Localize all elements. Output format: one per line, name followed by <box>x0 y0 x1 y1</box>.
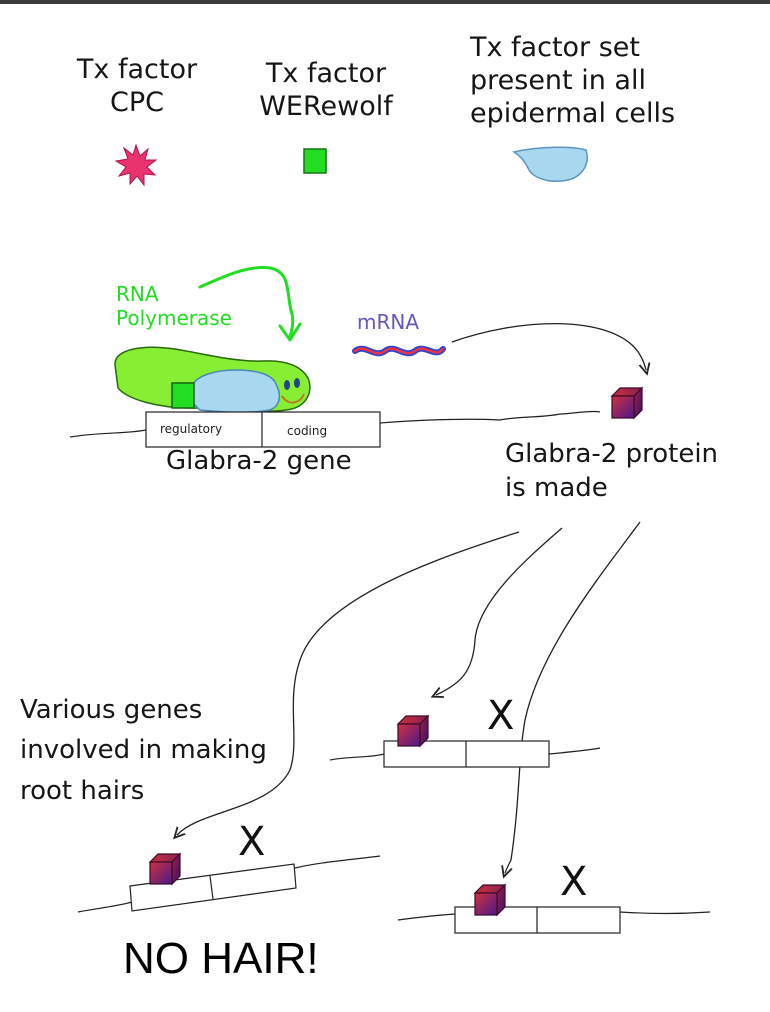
polymerase-pointer-arrow <box>198 266 302 342</box>
coding-label: coding <box>287 424 328 438</box>
top-border <box>0 0 770 4</box>
legend-set-line3: epidermal cells <box>470 97 676 129</box>
dna-strand-target-middle <box>329 747 601 761</box>
bound-protein-cube-right <box>474 884 506 916</box>
regulatory-label: regulatory <box>160 422 223 436</box>
polymerase-face-icon <box>281 378 305 404</box>
mrna-label: mRNA <box>357 310 420 334</box>
legend-set-label: Tx factor set present in all epidermal c… <box>470 32 675 131</box>
cpc-star-icon <box>114 143 158 187</box>
legend-cpc-name: CPC <box>110 86 164 118</box>
legend-werewolf-name: WERewolf <box>259 90 393 122</box>
target-gene-box-left <box>129 863 297 912</box>
protein-label-line1: Glabra-2 protein <box>505 439 719 469</box>
dna-strand-target-right <box>397 911 711 921</box>
blocked-mark-middle: X <box>487 693 515 739</box>
various-genes-label: Various genes involved in making root ha… <box>20 690 267 811</box>
glabra2-gene-box <box>145 411 381 448</box>
protein-label: Glabra-2 protein is made <box>505 438 718 506</box>
gene-name-label: Glabra-2 gene <box>166 446 352 476</box>
legend-set-line1: Tx factor set <box>470 32 641 63</box>
various-genes-line1: Various genes <box>20 695 203 725</box>
arrow-to-target-middle <box>436 527 563 695</box>
arrow-to-target-left <box>177 531 520 835</box>
bound-protein-cube-middle <box>397 715 429 747</box>
dna-strand-target-left <box>77 855 381 913</box>
blocked-mark-left: X <box>238 819 266 865</box>
mrna-squiggle-icon <box>352 345 446 357</box>
werewolf-bound-icon <box>171 382 195 409</box>
legend-set-line2: present in all <box>470 64 646 96</box>
conclusion-label: NO HAIR! <box>123 934 319 983</box>
polymerase-label-line1: RNA <box>116 282 159 306</box>
tx-set-bound-shape <box>189 369 281 414</box>
legend-cpc-title: Tx factor <box>76 54 198 85</box>
legend-werewolf-title: Tx factor <box>265 58 387 89</box>
protein-label-line2: is made <box>505 472 608 503</box>
various-genes-line3: root hairs <box>20 775 145 806</box>
mrna-to-protein-arrow <box>451 322 646 370</box>
bound-protein-cube-left <box>149 853 181 885</box>
various-genes-line2: involved in making <box>20 735 267 766</box>
glabra2-protein-cube <box>611 387 643 419</box>
blocked-mark-right: X <box>560 859 588 905</box>
dna-strand-top <box>69 410 601 438</box>
polymerase-label-line2: Polymerase <box>116 306 232 331</box>
werewolf-square-icon <box>303 148 327 174</box>
legend-cpc-label: Tx factor CPC <box>62 54 212 120</box>
polymerase-label: RNA Polymerase <box>116 282 232 331</box>
legend-werewolf-label: Tx factor WERewolf <box>246 58 406 124</box>
tx-set-blob-icon <box>512 146 588 182</box>
arrow-to-target-right <box>505 521 641 873</box>
